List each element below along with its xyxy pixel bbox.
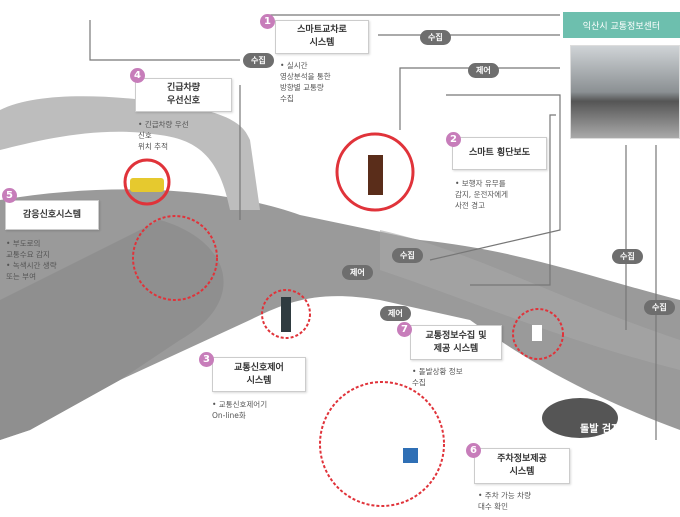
number-badge: 4 [130,68,145,83]
flow-collect-label: 수집 [243,53,274,68]
flow-collect-label: 수집 [420,30,451,45]
emergency-vehicle-icon [130,178,164,192]
flow-control-label: 제어 [380,306,411,321]
number-badge: 3 [199,352,214,367]
number-badge: 1 [260,14,275,29]
system-title-parking-info: 주차정보제공 시스템 [474,448,570,484]
traffic-center-title: 익산시 교통정보센터 [563,12,680,38]
number-badge: 6 [466,443,481,458]
detector-icon [532,325,542,341]
flow-collect-label: 수집 [644,300,675,315]
system-title-smart-crosswalk: 스마트 횡단보도 [452,137,547,170]
system-desc: • 교통신호제어기 On-line화 [212,400,268,420]
system-desc: • 보행자 유무를 감지, 운전자에게 사전 경고 [455,179,509,210]
flow-control-label: 제어 [342,265,373,280]
flow-control-label: 제어 [468,63,499,78]
system-desc: • 부도로의 교통수요 감지 • 녹색시간 생략 또는 부여 [6,239,57,281]
incident-detection-label: 돌발 검지 [580,424,621,435]
system-title-actuated-signal: 감응신호시스템 [5,200,99,230]
system-desc: • 긴급차량 우선 신호 위치 추적 [138,120,189,151]
flow-collect-label: 수집 [392,248,423,263]
system-desc: • 주차 가능 차량 대수 확인 [478,491,531,511]
system-title-smart-intersection: 스마트교차로 시스템 [275,20,369,54]
system-title-signal-control: 교통신호제어 시스템 [212,357,306,392]
number-badge: 7 [397,322,412,337]
incident-car-icon [542,398,618,438]
number-badge: 5 [2,188,17,203]
signal-controller-icon [281,297,291,332]
system-title-traffic-info: 교통정보수집 및 제공 시스템 [410,325,502,360]
system-desc: • 실시간 영상분석을 통한 방향별 교통량 수집 [280,61,331,103]
number-badge: 2 [446,132,461,147]
parking-sign-icon [403,448,418,463]
flow-collect-label: 수집 [612,249,643,264]
system-title-emergency-priority: 긴급차량 우선신호 [135,78,232,112]
system-desc: • 돌발상황 정보 수집 [412,367,463,387]
signal-display-icon [368,155,383,195]
traffic-center-photo [570,45,680,139]
